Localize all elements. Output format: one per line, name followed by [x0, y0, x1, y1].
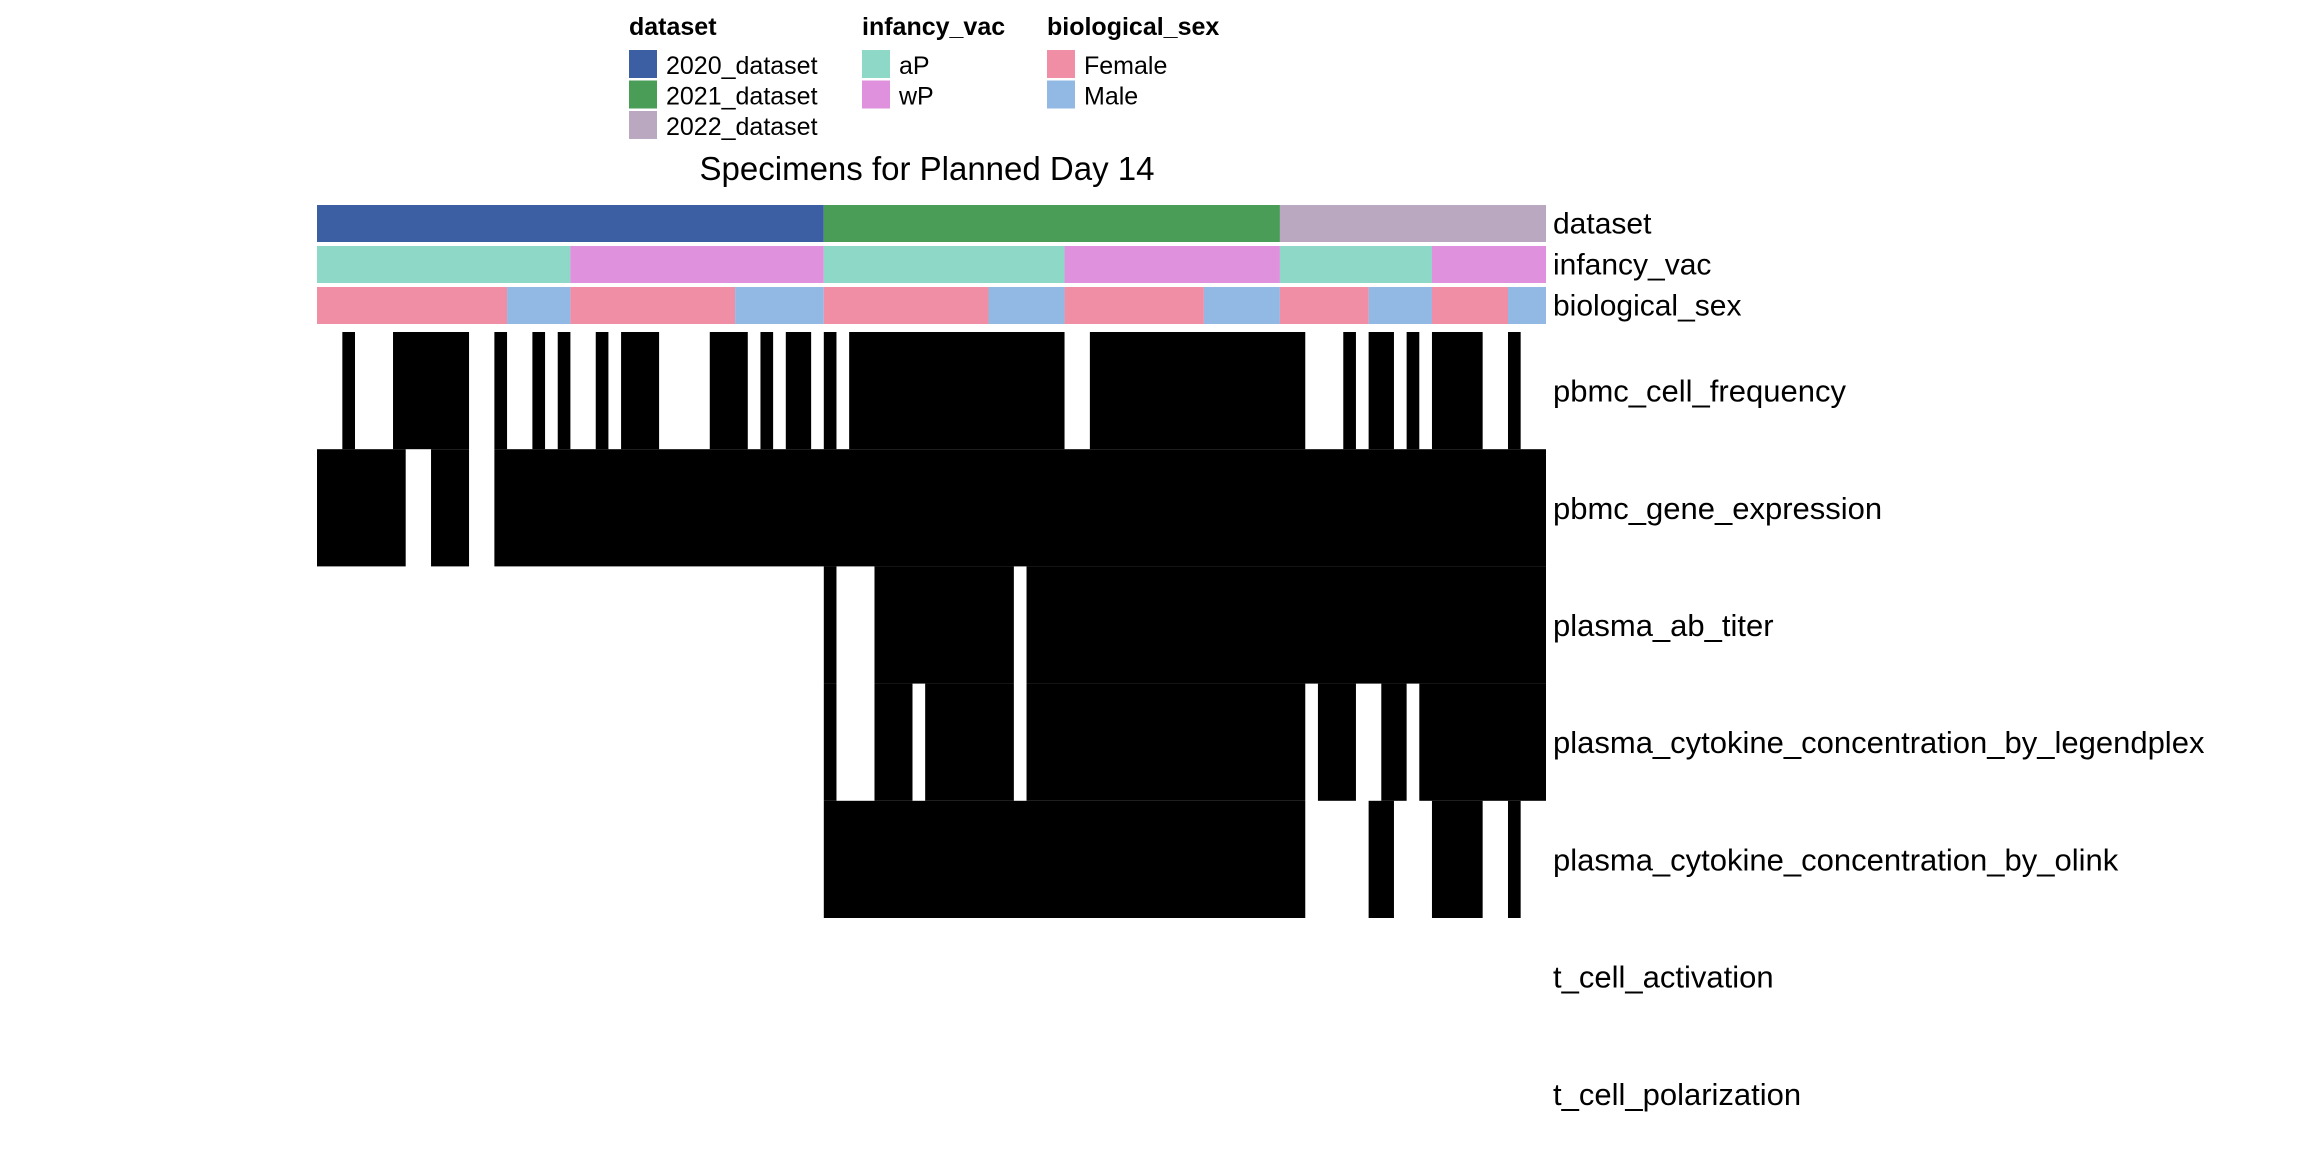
legend-label-wp: wP	[898, 83, 934, 111]
row-label-pbmc-cell-frequency: pbmc_cell_frequency	[1553, 374, 1846, 409]
legend-swatch-ap	[862, 50, 890, 78]
legend-swatch-2021-dataset	[629, 80, 657, 109]
legend-swatch-2022-dataset	[629, 111, 657, 139]
legend-swatch-male	[1047, 80, 1075, 109]
legend-title-dataset: dataset	[629, 13, 717, 41]
legend-swatch-female	[1047, 50, 1075, 78]
annotation-biological-sex-segment-4	[823, 287, 989, 324]
cell-block-plasma-cytokine-concentration-by-legendplex-0	[823, 683, 837, 801]
cell-block-plasma-cytokine-concentration-by-olink-3	[1507, 800, 1521, 918]
cell-block-pbmc-gene-expression-0	[317, 449, 406, 567]
cell-block-pbmc-cell-frequency-10	[823, 332, 837, 450]
legend-label-male: Male	[1084, 83, 1138, 111]
annotation-biological-sex-segment-1	[507, 287, 571, 324]
legend-swatch-wp	[862, 80, 890, 109]
cell-block-pbmc-cell-frequency-7	[709, 332, 748, 450]
annotation-infancy-vac-segment-1	[570, 246, 824, 283]
cell-block-plasma-cytokine-concentration-by-olink-2	[1431, 800, 1483, 918]
annotation-dataset-segment-1	[823, 205, 1280, 242]
annotation-infancy-vac-segment-5	[1431, 246, 1546, 283]
annotation-label-infancy-vac: infancy_vac	[1553, 249, 1711, 282]
row-label-plasma-cytokine-concentration-by-legendplex: plasma_cytokine_concentration_by_legendp…	[1553, 725, 2205, 760]
legend-label-ap: aP	[899, 52, 930, 80]
cell-block-plasma-cytokine-concentration-by-legendplex-5	[1381, 683, 1407, 801]
cell-block-pbmc-cell-frequency-12	[1089, 332, 1306, 450]
cell-block-plasma-cytokine-concentration-by-olink-1	[1368, 800, 1394, 918]
annotation-tracks: dataset infancy_vac biological_sex	[317, 205, 1741, 324]
row-label-pbmc-gene-expression: pbmc_gene_expression	[1553, 491, 1882, 526]
cell-block-pbmc-cell-frequency-3	[532, 332, 546, 450]
cell-block-pbmc-cell-frequency-13	[1343, 332, 1356, 450]
cell-block-pbmc-cell-frequency-14	[1368, 332, 1394, 450]
cell-block-plasma-cytokine-concentration-by-legendplex-6	[1419, 683, 1546, 801]
heatmap-body	[317, 332, 1546, 918]
row-label-t-cell-activation: t_cell_activation	[1553, 960, 1774, 995]
annotation-infancy-vac-segment-3	[1064, 246, 1280, 283]
legend-label-2020-dataset: 2020_dataset	[666, 52, 818, 80]
cell-block-pbmc-cell-frequency-16	[1431, 332, 1483, 450]
cell-block-pbmc-cell-frequency-8	[760, 332, 774, 450]
cell-block-pbmc-cell-frequency-4	[557, 332, 571, 450]
cell-block-pbmc-cell-frequency-0	[342, 332, 356, 450]
cell-block-plasma-cytokine-concentration-by-olink-0	[823, 800, 1306, 918]
annotation-biological-sex-segment-6	[1064, 287, 1204, 324]
annotation-infancy-vac-segment-2	[823, 246, 1065, 283]
annotation-biological-sex-segment-3	[735, 287, 824, 324]
annotation-label-dataset: dataset	[1553, 208, 1652, 241]
legend: dataset 2020_dataset 2021_dataset2022_data…	[629, 13, 1219, 141]
legend-title-infancy-vac: infancy_vac	[862, 13, 1005, 41]
annotation-biological-sex-segment-10	[1431, 287, 1508, 324]
row-label-t-cell-polarization: t_cell_polarization	[1553, 1077, 1801, 1112]
cell-block-pbmc-cell-frequency-6	[621, 332, 660, 450]
cell-block-pbmc-cell-frequency-15	[1406, 332, 1420, 450]
cell-block-plasma-cytokine-concentration-by-legendplex-4	[1317, 683, 1356, 801]
legend-title-biological-sex: biological_sex	[1047, 13, 1219, 41]
row-label-plasma-ab-titer: plasma_ab_titer	[1553, 608, 1774, 643]
annotation-dataset-segment-2	[1279, 205, 1546, 242]
cell-block-plasma-cytokine-concentration-by-legendplex-2	[925, 683, 1014, 801]
annotation-biological-sex-segment-7	[1203, 287, 1280, 324]
annotation-biological-sex-segment-2	[570, 287, 736, 324]
cell-block-pbmc-gene-expression-2	[494, 449, 1546, 567]
cell-block-pbmc-cell-frequency-5	[595, 332, 609, 450]
annotation-biological-sex-segment-5	[988, 287, 1065, 324]
annotation-infancy-vac-segment-0	[317, 246, 571, 283]
legend-label-female: Female	[1084, 52, 1167, 80]
legend-swatch-2020-dataset	[629, 50, 657, 78]
cell-block-pbmc-cell-frequency-17	[1507, 332, 1521, 450]
cell-block-pbmc-cell-frequency-9	[785, 332, 812, 450]
row-label-plasma-cytokine-concentration-by-olink: plasma_cytokine_concentration_by_olink	[1553, 842, 2119, 877]
annotation-biological-sex-segment-8	[1279, 287, 1369, 324]
annotation-infancy-vac-segment-4	[1279, 246, 1432, 283]
cell-block-plasma-cytokine-concentration-by-legendplex-1	[874, 683, 913, 801]
cell-block-plasma-cytokine-concentration-by-legendplex-3	[1026, 683, 1306, 801]
chart-title: Specimens for Planned Day 14	[700, 150, 1155, 187]
annotation-biological-sex-segment-9	[1368, 287, 1432, 324]
row-labels: pbmc_cell_frequency pbmc_gene_expressionp…	[1553, 374, 2205, 1112]
legend-label-2021-dataset: 2021_dataset	[666, 83, 818, 111]
cell-block-plasma-ab-titer-1	[874, 566, 1014, 684]
cell-block-plasma-ab-titer-2	[1026, 566, 1546, 684]
annotation-dataset-segment-0	[317, 205, 824, 242]
cell-block-pbmc-cell-frequency-11	[849, 332, 1065, 450]
annotation-label-biological-sex: biological_sex	[1553, 290, 1741, 323]
annotation-biological-sex-segment-0	[317, 287, 508, 324]
cell-block-pbmc-cell-frequency-2	[494, 332, 508, 450]
annotation-biological-sex-segment-11	[1507, 287, 1546, 324]
legend-label-2022-dataset: 2022_dataset	[666, 113, 818, 141]
cell-block-plasma-ab-titer-0	[823, 566, 837, 684]
cell-block-pbmc-gene-expression-1	[431, 449, 470, 567]
cell-block-pbmc-cell-frequency-1	[393, 332, 470, 450]
